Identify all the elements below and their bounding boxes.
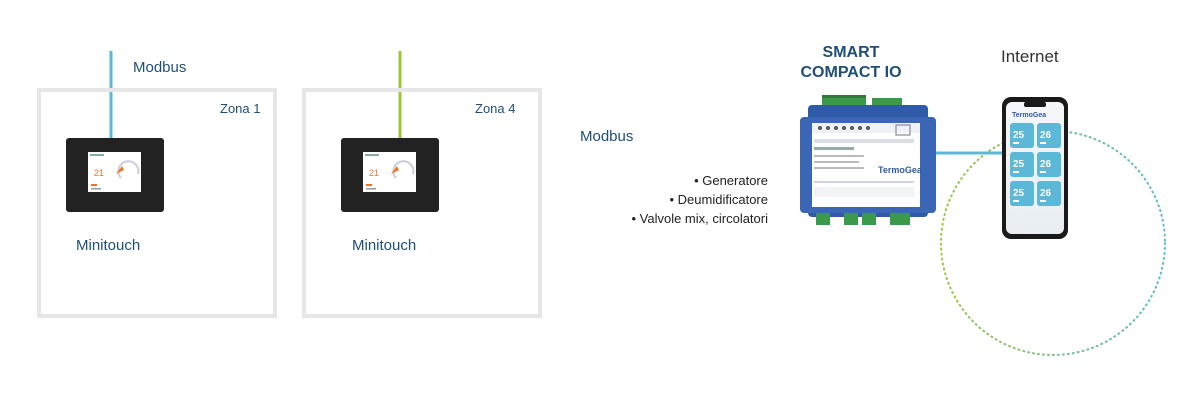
phone-tile-value: 25 [1013, 130, 1025, 141]
function-item: Deumidificatore [631, 190, 768, 209]
internet-cloud-circle [940, 130, 1166, 356]
phone-zone-tile: 26 [1037, 123, 1061, 148]
controller-title-line2: COMPACT IO [800, 64, 902, 81]
function-item: Generatore [631, 171, 768, 190]
zone-1-box [37, 88, 277, 318]
phone-zone-tile: 25 [1010, 123, 1034, 148]
device-brand: TermoGea [878, 165, 923, 175]
phone-zone-tile: 25 [1010, 181, 1034, 206]
minitouch-device-1: 21 [66, 138, 164, 212]
controller-functions-list: Generatore Deumidificatore Valvole mix, … [631, 171, 768, 228]
screen-temp-2: 21 [369, 168, 379, 178]
zone-1-label: Zona 1 [220, 101, 261, 116]
controller-title-line1: SMART [822, 44, 880, 61]
function-item: Valvole mix, circolatori [631, 209, 768, 228]
phone-tile-value: 26 [1040, 130, 1052, 141]
modbus-right-label: Modbus [580, 128, 634, 145]
modbus-top-label: Modbus [133, 59, 187, 76]
phone-zone-tile: 26 [1037, 181, 1061, 206]
minitouch-2-label: Minitouch [352, 237, 417, 254]
phone-zone-tile: 26 [1037, 152, 1061, 177]
smart-compact-io-device: TermoGea [800, 95, 936, 225]
phone-tile-value: 25 [1013, 159, 1025, 170]
phone-zone-tile: 25 [1010, 152, 1034, 177]
phone-tile-value: 26 [1040, 159, 1052, 170]
phone-brand: TermoGea [1012, 112, 1046, 119]
smartphone-device: TermoGea 25 25 25 26 26 26 [1002, 97, 1068, 239]
minitouch-1-label: Minitouch [76, 237, 141, 254]
zone-4-box [302, 88, 542, 318]
zone-4-label: Zona 4 [475, 101, 516, 116]
minitouch-device-2: 21 [341, 138, 439, 212]
screen-temp-1: 21 [94, 168, 104, 178]
internet-label: Internet [1001, 47, 1059, 66]
modbus-link-top [109, 49, 402, 140]
controller-title: SMART COMPACT IO [788, 43, 914, 83]
phone-tile-value: 26 [1040, 188, 1052, 199]
phone-tile-value: 25 [1013, 188, 1025, 199]
